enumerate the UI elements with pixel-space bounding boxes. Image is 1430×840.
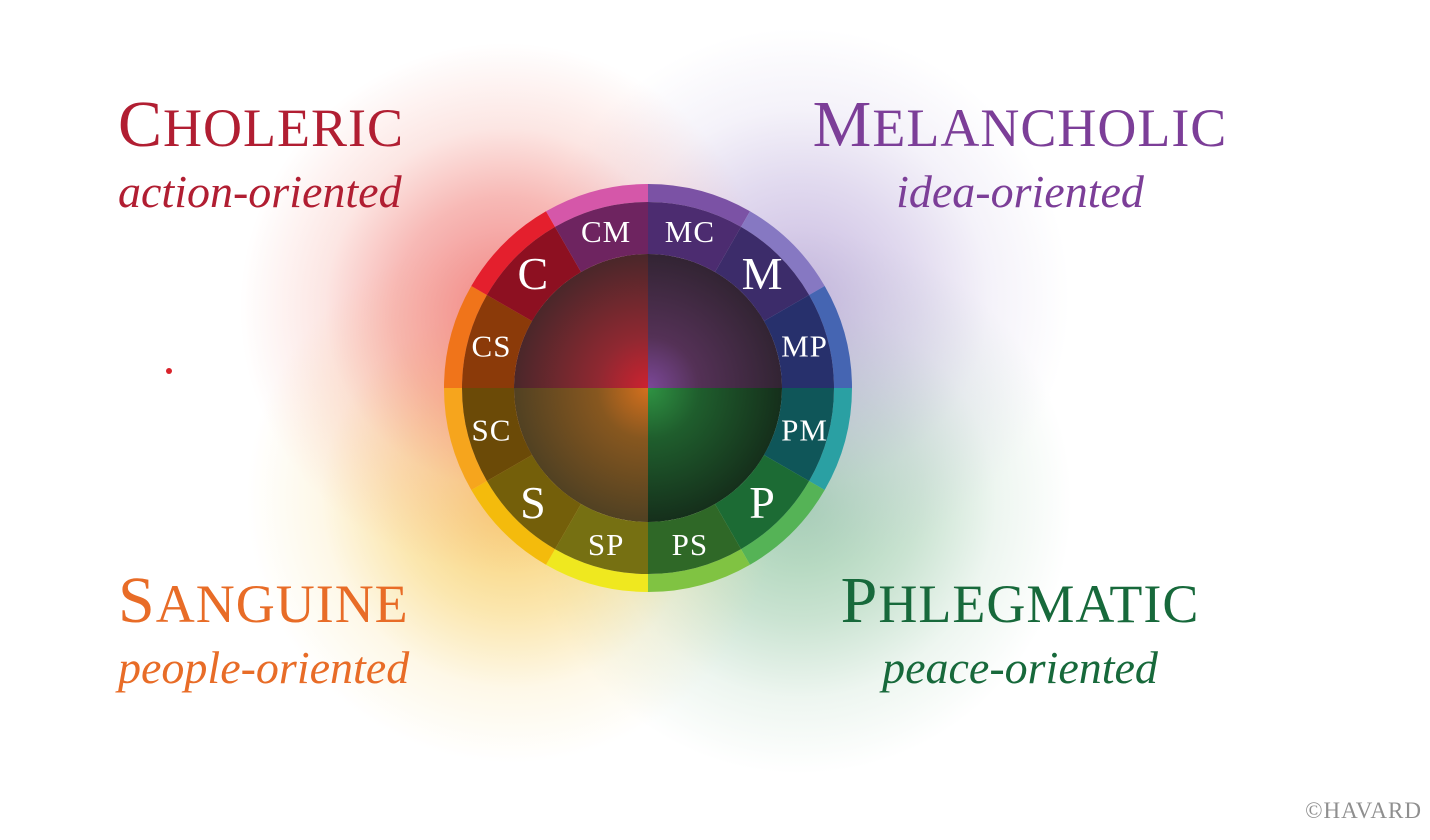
wheel-outer-segment-MC — [648, 184, 750, 227]
wheel-quadrant-phlegmatic-inner — [648, 388, 782, 522]
wheel-ring-segment-PM — [764, 388, 834, 481]
wheel-ring-segment-S — [486, 455, 581, 550]
wheel-segment-label-SP: SP — [588, 527, 624, 562]
wheel-segment-label-SC: SC — [472, 412, 512, 447]
wheel-ring-segment-MC — [648, 201, 741, 272]
stray-red-dot — [166, 368, 172, 374]
melancholic-subtitle: idea-oriented — [896, 166, 1144, 218]
wheel-segment-label-M: M — [742, 248, 784, 299]
wheel-quadrant-choleric-inner — [514, 254, 648, 388]
wheel-ring-segment-M — [715, 226, 810, 321]
wheel-ring-segment-C — [486, 226, 581, 321]
wheel-segment-label-PS: PS — [672, 527, 708, 562]
choleric-subtitle: action-oriented — [118, 166, 402, 218]
wheel-outer-segment-CM — [546, 184, 648, 227]
wheel-segment-label-C: C — [518, 248, 550, 299]
sanguine-title: Sanguine — [118, 564, 409, 637]
wheel-segment-label-P: P — [749, 477, 776, 528]
melancholic-block: Melancholic idea-oriented — [780, 90, 1260, 215]
wheel-ring-segment-SC — [461, 388, 532, 481]
wheel-outer-segment-PS — [648, 549, 750, 593]
wheel-ring-segment-CS — [461, 295, 532, 388]
wheel-ring-segment-SP — [555, 504, 648, 574]
wheel-outer-segment-PM — [809, 388, 852, 490]
wheel-outer-segment-M — [741, 211, 825, 295]
wheel-segment-label-CM: CM — [581, 214, 631, 249]
wheel-outer-segment-C — [471, 211, 555, 295]
wheel-ring-segment-PS — [648, 504, 741, 574]
copyright-watermark: ©HAVARD — [1305, 798, 1422, 823]
choleric-block: Choleric action-oriented — [118, 90, 404, 215]
wheel-outer-segment-S — [471, 481, 555, 565]
wheel-outer-segment-SP — [546, 549, 648, 593]
wheel-outer-segment-SC — [444, 388, 487, 490]
choleric-title: Choleric — [118, 88, 405, 161]
phlegmatic-title: Phlegmatic — [840, 564, 1200, 637]
sanguine-block: Sanguine people-oriented — [118, 566, 409, 691]
wheel-ring-segment-P — [715, 455, 810, 550]
wheel-quadrant-sanguine-inner — [514, 388, 648, 522]
wheel-segment-label-MC: MC — [665, 214, 715, 249]
wheel-outer-segment-P — [741, 481, 825, 565]
sanguine-subtitle: people-oriented — [118, 642, 410, 694]
wheel-outer-segment-MP — [809, 286, 852, 388]
wheel-outer-segment-CS — [444, 286, 487, 388]
wheel-segment-label-MP: MP — [781, 329, 828, 364]
wheel-segment-label-CS: CS — [472, 329, 512, 364]
melancholic-title: Melancholic — [812, 88, 1228, 161]
wheel-segment-label-S: S — [520, 477, 547, 528]
wheel-segment-label-PM: PM — [781, 412, 828, 447]
wheel-ring-segment-MP — [764, 295, 834, 388]
wheel-quadrant-melancholic-inner — [648, 254, 782, 388]
phlegmatic-block: Phlegmatic peace-oriented — [780, 566, 1260, 691]
phlegmatic-subtitle: peace-oriented — [882, 642, 1158, 694]
wheel-ring-segment-CM — [555, 202, 648, 272]
